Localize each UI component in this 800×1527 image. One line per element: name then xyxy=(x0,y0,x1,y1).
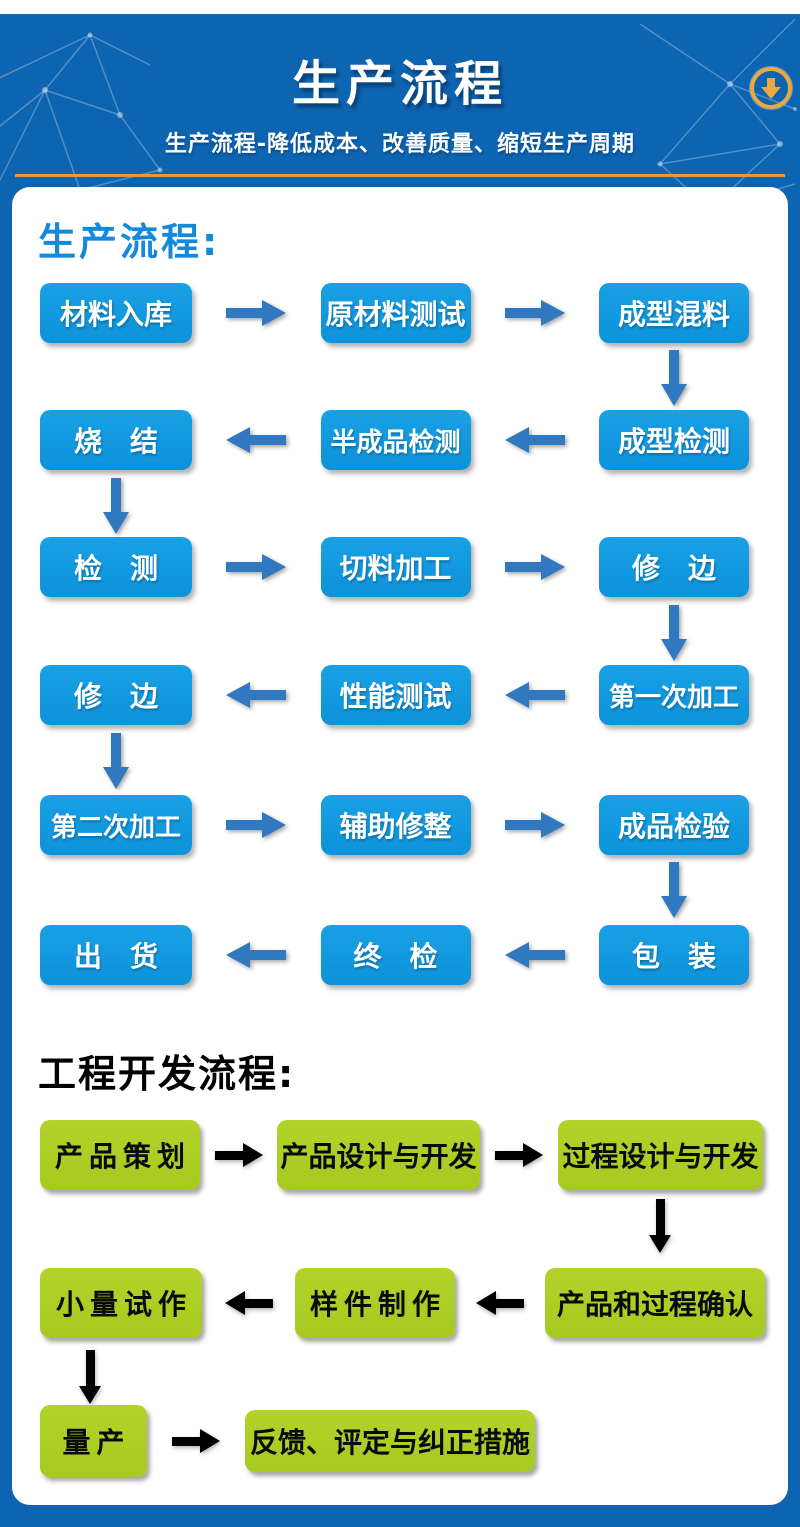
box-raw-material-testing: 原材料测试 xyxy=(320,283,471,343)
box-inspection: 检 测 xyxy=(40,537,192,597)
page-subtitle: 生产流程-降低成本、改善质量、缩短生产周期 xyxy=(164,132,636,157)
down-arrow-icon xyxy=(79,1350,101,1404)
left-arrow-icon xyxy=(226,682,287,708)
right-arrow-icon xyxy=(172,1429,220,1453)
down-arrow-icon xyxy=(103,733,129,789)
box-second-processing: 第二次加工 xyxy=(40,795,192,855)
box-molding-inspection: 成型检测 xyxy=(599,410,749,470)
box-trimming: 修 边 xyxy=(599,537,749,597)
box-trimming-2: 修 边 xyxy=(40,665,192,725)
box-product-process-confirmation: 产品和过程确认 xyxy=(545,1268,765,1338)
down-arrow-icon xyxy=(661,350,687,406)
left-arrow-icon xyxy=(504,427,565,453)
box-shipping: 出 货 xyxy=(40,925,192,985)
flow-row: 修 边 性能测试 第一次加工 xyxy=(40,665,749,725)
flow-row: 量产 反馈、评定与纠正措施 xyxy=(40,1405,535,1477)
down-arrow-icon xyxy=(661,605,687,661)
box-small-batch-trial: 小量试作 xyxy=(40,1268,202,1338)
flow-row: 产品策划 产品设计与开发 过程设计与开发 xyxy=(40,1120,763,1190)
box-mass-production: 量产 xyxy=(40,1405,147,1477)
flow-row: 第二次加工 辅助修整 成品检验 xyxy=(40,795,749,855)
left-arrow-icon xyxy=(504,942,565,968)
right-arrow-icon xyxy=(504,300,565,326)
flow-row: 烧 结 半成品检测 成型检测 xyxy=(40,410,749,470)
page-title: 生产流程 xyxy=(291,56,508,112)
box-packaging: 包 装 xyxy=(599,925,749,985)
content-card: 生产流程: 材料入库 原材料测试 成型混料 烧 结 半成品检测 成型检测 检 测… xyxy=(12,187,788,1505)
box-sample-making: 样件制作 xyxy=(295,1268,455,1338)
flow-row: 小量试作 样件制作 产品和过程确认 xyxy=(40,1268,765,1338)
scroll-down-button[interactable] xyxy=(750,67,792,109)
box-first-processing: 第一次加工 xyxy=(599,665,749,725)
right-arrow-icon xyxy=(226,300,287,326)
right-arrow-icon xyxy=(495,1143,543,1167)
left-arrow-icon xyxy=(224,1291,273,1315)
flow-row: 出 货 终 检 包 装 xyxy=(40,925,749,985)
box-finished-inspection: 成品检验 xyxy=(599,795,749,855)
divider-line xyxy=(15,174,785,177)
left-arrow-icon xyxy=(504,682,565,708)
box-product-planning: 产品策划 xyxy=(40,1120,200,1190)
box-process-design-development: 过程设计与开发 xyxy=(558,1120,763,1190)
down-arrow-icon xyxy=(649,1199,671,1253)
box-cutting-processing: 切料加工 xyxy=(320,537,471,597)
right-arrow-icon xyxy=(226,812,287,838)
box-final-inspection: 终 检 xyxy=(320,925,471,985)
right-arrow-icon xyxy=(226,554,287,580)
top-white-strip xyxy=(0,0,800,14)
flow-row: 检 测 切料加工 修 边 xyxy=(40,537,749,597)
box-material-storage: 材料入库 xyxy=(40,283,192,343)
box-molding-mixing: 成型混料 xyxy=(599,283,749,343)
down-arrow-icon xyxy=(761,77,781,99)
flow-row: 材料入库 原材料测试 成型混料 xyxy=(40,283,749,343)
box-sintering: 烧 结 xyxy=(40,410,192,470)
left-arrow-icon xyxy=(476,1291,524,1315)
left-arrow-icon xyxy=(226,942,287,968)
right-arrow-icon xyxy=(214,1143,263,1167)
engineering-flow-section-title: 工程开发流程: xyxy=(38,1052,296,1096)
left-arrow-icon xyxy=(226,427,287,453)
down-arrow-icon xyxy=(661,862,687,918)
box-auxiliary-finishing: 辅助修整 xyxy=(320,795,471,855)
right-arrow-icon xyxy=(504,554,565,580)
down-arrow-icon xyxy=(103,478,129,534)
box-feedback-corrective-actions: 反馈、评定与纠正措施 xyxy=(245,1410,535,1472)
production-flow-section-title: 生产流程: xyxy=(38,220,221,264)
right-arrow-icon xyxy=(504,812,565,838)
box-semi-finished-inspection: 半成品检测 xyxy=(320,410,471,470)
box-product-design-development: 产品设计与开发 xyxy=(277,1120,480,1190)
box-performance-testing: 性能测试 xyxy=(320,665,471,725)
